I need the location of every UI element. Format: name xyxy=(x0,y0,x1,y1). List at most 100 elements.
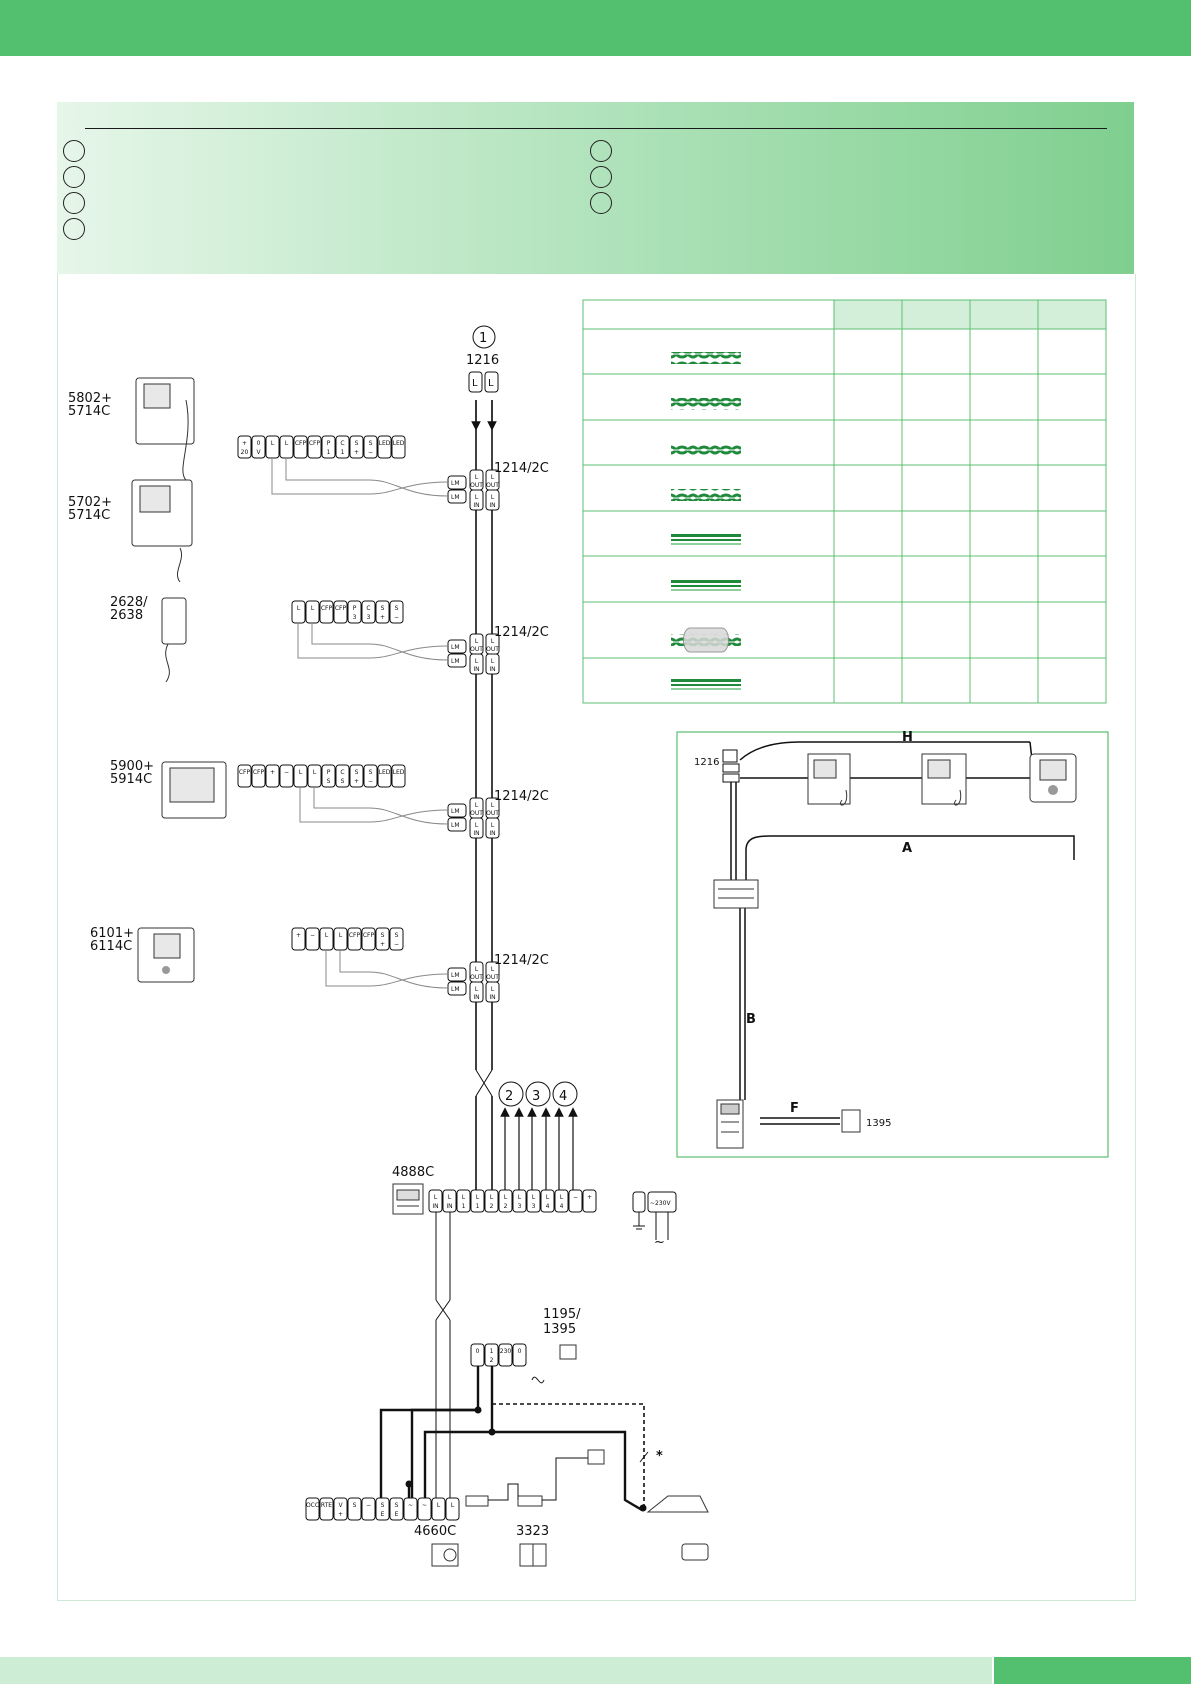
svg-text:L: L xyxy=(476,1194,480,1201)
svg-text:L: L xyxy=(518,1194,522,1201)
svg-text:+: + xyxy=(380,941,385,948)
svg-text:L: L xyxy=(475,822,479,829)
svg-text:LM: LM xyxy=(451,986,460,993)
door-unit-terminal: ~ xyxy=(403,1497,418,1521)
svg-text:IN: IN xyxy=(473,994,479,1001)
terminal: C3 xyxy=(361,600,376,624)
distributor-label: 1214/2C xyxy=(494,953,549,968)
svg-text:L: L xyxy=(490,1194,494,1201)
svg-text:230V: 230V xyxy=(655,1200,671,1207)
legend-bullet-2 xyxy=(63,166,85,188)
header-rule xyxy=(85,128,1107,129)
svg-text:CFP: CFP xyxy=(335,605,347,612)
svg-text:L: L xyxy=(491,494,495,501)
svg-text:+: + xyxy=(296,932,301,939)
terminal: CFP xyxy=(347,927,362,951)
svg-text:0: 0 xyxy=(476,1348,480,1355)
svg-text:P: P xyxy=(327,769,331,776)
terminal: S− xyxy=(389,600,404,624)
svg-text:LM: LM xyxy=(451,822,460,829)
svg-text:L: L xyxy=(271,440,275,447)
relay-keypad-icons xyxy=(465,1449,605,1507)
terminal: CFP xyxy=(319,600,334,624)
svg-text:IN: IN xyxy=(489,666,495,673)
svg-text:L: L xyxy=(491,638,495,645)
svg-text:OUT: OUT xyxy=(486,482,499,489)
twisted-pair-cable-icon xyxy=(671,489,741,501)
terminal: L xyxy=(319,927,334,951)
svg-text:+: + xyxy=(354,449,359,456)
svg-text:L: L xyxy=(475,638,479,645)
svg-text:L: L xyxy=(475,494,479,501)
terminal: + xyxy=(265,764,280,788)
svg-text:OUT: OUT xyxy=(470,646,483,653)
svg-text:−: − xyxy=(310,932,315,939)
svg-text:IN: IN xyxy=(473,502,479,509)
monitor-icon xyxy=(161,761,227,819)
svg-text:C: C xyxy=(340,440,344,447)
svg-text:OUT: OUT xyxy=(470,810,483,817)
svg-text:3: 3 xyxy=(518,1203,522,1210)
svg-text:LM: LM xyxy=(451,972,460,979)
model-label: 5714C xyxy=(68,508,110,523)
svg-text:1: 1 xyxy=(476,1203,480,1210)
main-bus xyxy=(475,400,493,1192)
svg-text:L: L xyxy=(488,378,494,389)
model-label: 5714C xyxy=(68,404,110,419)
svg-text:230: 230 xyxy=(500,1348,512,1355)
door-unit-terminal: S xyxy=(347,1497,362,1521)
terminal: L xyxy=(333,927,348,951)
cable-letter-a: A xyxy=(902,841,912,856)
legend-bullet-1 xyxy=(63,140,85,162)
shielded-cable-icon xyxy=(671,627,741,653)
transformer-terminal: 0 xyxy=(512,1343,527,1367)
header-panel xyxy=(57,102,1134,274)
svg-text:L: L xyxy=(491,802,495,809)
svg-text:S: S xyxy=(395,605,399,612)
svg-text:S: S xyxy=(369,440,373,447)
inset-transformer-1395 xyxy=(841,1109,861,1133)
model-label: 5702+ xyxy=(68,495,112,510)
svg-text:IN: IN xyxy=(489,994,495,1001)
svg-text:E: E xyxy=(395,1511,399,1518)
terminal: LED xyxy=(391,435,406,459)
svg-text:2: 2 xyxy=(504,1203,508,1210)
inset-code-1395: 1395 xyxy=(866,1118,891,1129)
svg-text:S: S xyxy=(327,778,331,785)
svg-text:S: S xyxy=(355,440,359,447)
terminal: 0V xyxy=(251,435,266,459)
ps-terminal: L2 xyxy=(498,1189,513,1213)
ps-terminal: L2 xyxy=(484,1189,499,1213)
svg-text:OUT: OUT xyxy=(486,646,499,653)
svg-text:2: 2 xyxy=(490,1203,494,1210)
door-unit-terminal: SE xyxy=(389,1497,404,1521)
svg-text:L: L xyxy=(451,1502,455,1509)
svg-text:L: L xyxy=(311,605,315,612)
svg-text:S: S xyxy=(355,769,359,776)
svg-text:LED: LED xyxy=(393,440,405,447)
door-unit-terminal: L xyxy=(445,1497,460,1521)
svg-text:L: L xyxy=(475,474,479,481)
output-arrows xyxy=(500,1107,578,1192)
svg-text:−: − xyxy=(394,941,399,948)
svg-text:−: − xyxy=(573,1194,578,1201)
terminal: C1 xyxy=(335,435,350,459)
svg-text:L: L xyxy=(475,966,479,973)
svg-text:S: S xyxy=(341,778,345,785)
model-label: 5900+ xyxy=(110,759,154,774)
distributor-label: 1214/2C xyxy=(494,789,549,804)
terminal: CFP xyxy=(293,435,308,459)
door-unit-terminal: RTE xyxy=(319,1497,334,1521)
door-lock-icon xyxy=(646,1495,709,1561)
ps-terminal: L3 xyxy=(512,1189,527,1213)
svg-text:3: 3 xyxy=(532,1203,536,1210)
door-wiring xyxy=(379,1366,643,1512)
svg-text:L: L xyxy=(297,605,301,612)
model-label: 6114C xyxy=(90,939,132,954)
svg-text:LM: LM xyxy=(451,658,460,665)
distributor-label: 1214/2C xyxy=(494,461,549,476)
svg-text:2: 2 xyxy=(490,1357,494,1364)
monitor-icon xyxy=(131,479,193,583)
